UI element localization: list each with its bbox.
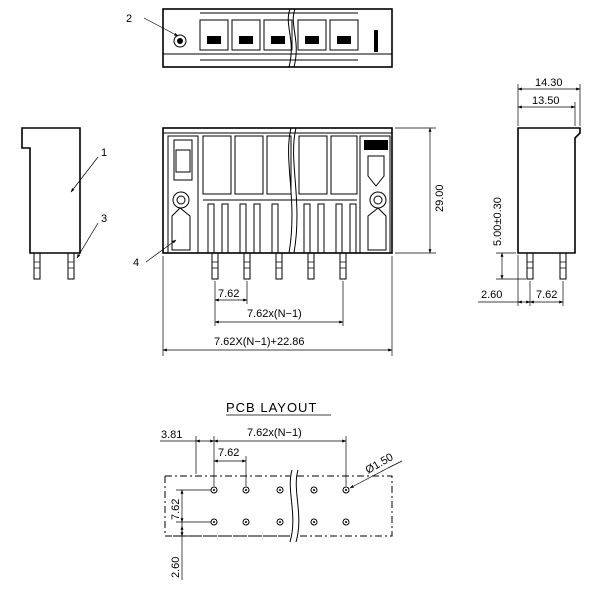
pcb-layout-title: PCB LAYOUT [226,400,317,415]
front-view-cells [202,135,358,254]
dim-pitch-762: 7.62 [218,288,239,300]
callout-1-label: 1 [101,147,107,159]
callout-2-label: 2 [126,13,132,25]
callout-4-label: 4 [133,257,139,269]
right-view: 14.30 13.50 5.00±0.30 2.60 7.62 [478,77,581,306]
top-view: 2 [126,8,393,68]
pcb-dim-row-pitch: 7.62 [170,499,182,520]
dim-pin-pitch-762: 7.62 [536,289,557,301]
dim-overall-1430: 14.30 [535,77,563,89]
dim-body-1350: 13.50 [532,95,560,107]
pcb-dim-bottom-260: 2.60 [170,557,182,578]
dim-span: 7.62x(N−1) [247,308,302,320]
dim-height-29: 29.00 [434,184,446,212]
pcb-dim-pitch: 7.62 [218,447,239,459]
front-view: 4 29.00 7.62 7.62x(N−1) 7.62X(N−1)+22.86 [133,127,446,356]
front-view-pins [211,252,347,280]
side-view: 1 3 [21,127,107,280]
dim-pin-length: 5.00±0.30 [492,197,504,246]
pcb-dim-edge-381: 3.81 [161,429,182,441]
top-view-slots [199,12,359,61]
pcb-dim-span: 7.62x(N−1) [247,427,302,439]
dim-offset-260: 2.60 [481,289,502,301]
callout-3-label: 3 [101,213,107,225]
pcb-holes [210,486,350,526]
dim-total: 7.62X(N−1)+22.86 [214,336,305,348]
pcb-layout: PCB LAYOUT 3.81 7.62x(N−1) [160,400,403,580]
